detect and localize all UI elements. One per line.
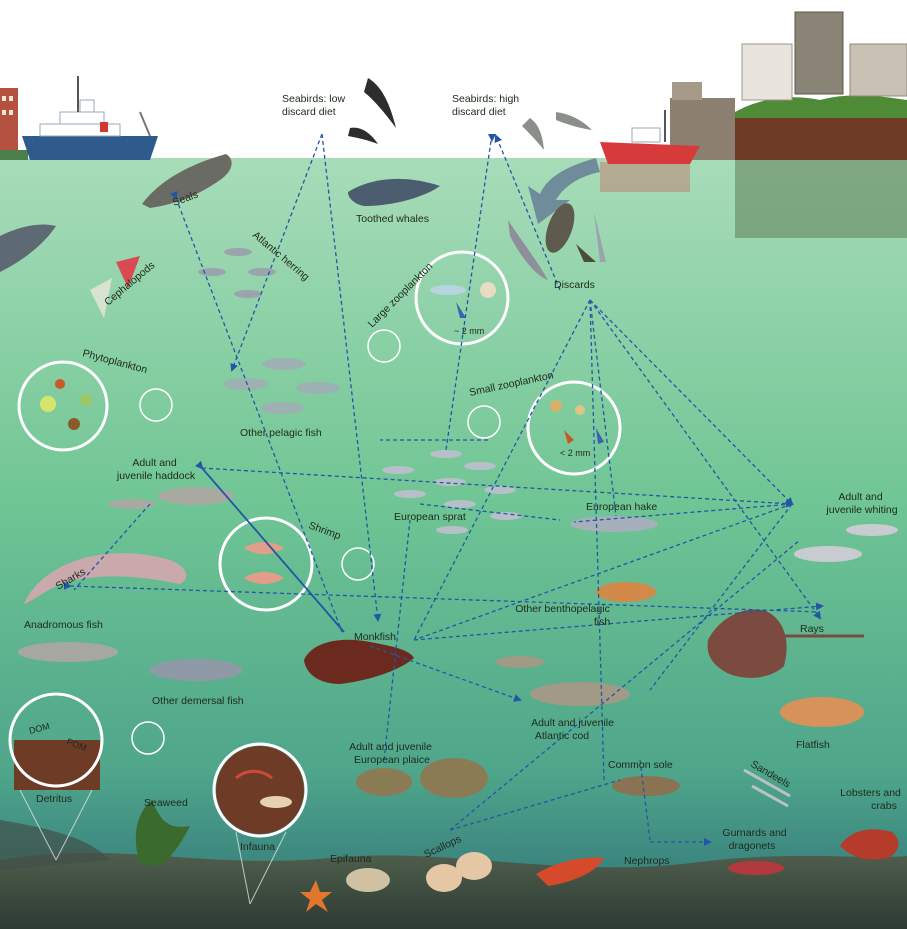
monkfish-label: Monkfish — [354, 631, 396, 643]
discards-label: Discards — [554, 279, 595, 291]
european-sprat-label: European sprat — [394, 511, 466, 523]
common-sole-label: Common sole — [608, 759, 673, 771]
nephrops-label: Nephrops — [624, 855, 670, 867]
toothed-whales-label: Toothed whales — [356, 213, 429, 225]
flatfish-icon — [780, 697, 864, 727]
large-zooplankton-scale: ~ 2 mm — [454, 326, 484, 336]
sole-icon — [612, 776, 680, 796]
infauna-icons — [216, 746, 304, 834]
flatfish-label: Flatfish — [796, 739, 830, 751]
epifauna-icon — [346, 868, 390, 892]
plaice-label: Adult and juvenile European plaice — [349, 741, 435, 766]
rays-label: Rays — [800, 623, 824, 635]
anadromous-fish-icon — [18, 642, 118, 662]
other-demersal-label: Other demersal fish — [152, 695, 244, 707]
benthopelagic-fish-icon — [596, 582, 656, 602]
european-hake-label: European hake — [586, 501, 657, 513]
infauna-label: Infauna — [240, 841, 275, 853]
epifauna-label: Epifauna — [330, 853, 372, 865]
harbour-reflection — [735, 158, 907, 238]
small-zooplankton-scale: < 2 mm — [560, 448, 590, 458]
seaweed-label: Seaweed — [144, 797, 188, 809]
detritus-label: Detritus — [36, 793, 72, 805]
other-pelagic-fish-label: Other pelagic fish — [240, 427, 322, 439]
anadromous-fish-label: Anadromous fish — [24, 619, 103, 631]
demersal-fish-icon — [150, 659, 242, 681]
gurnard-icon — [728, 861, 784, 875]
detritus-icons — [14, 740, 100, 790]
